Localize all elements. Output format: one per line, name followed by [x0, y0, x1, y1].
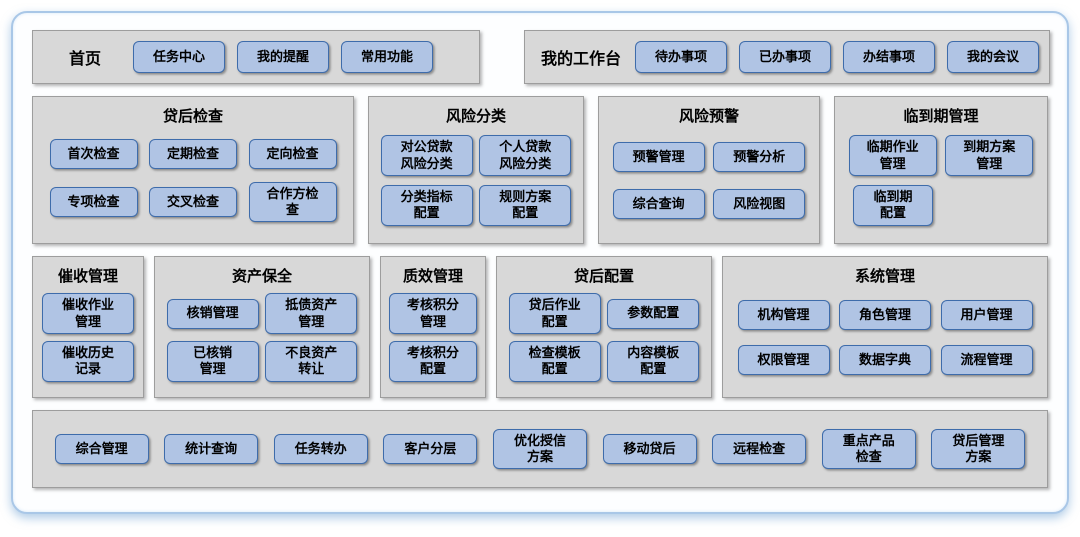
asset-preservation-title: 资产保全	[231, 268, 292, 285]
special-inspection-button[interactable]: 专项检查	[49, 186, 138, 217]
statistics-query-button[interactable]: 统计查询	[164, 434, 259, 464]
risk-classification-title: 风险分类	[445, 108, 506, 125]
post-loan-config-title: 贷后配置	[573, 268, 634, 285]
module-map-frame: 首页 任务中心 我的提醒 常用功能 我的工作台 待办事项 已办事项 办结事项 我…	[11, 11, 1069, 514]
near-maturity-config-button[interactable]: 临到期 配置	[853, 185, 933, 226]
panel-post-loan-config: 贷后配置 贷后作业 配置 参数配置 检查模板 配置 内容模板 配置	[496, 256, 712, 398]
key-product-inspection-button[interactable]: 重点产品 检查	[821, 428, 916, 470]
system-management-title: 系统管理	[854, 268, 915, 285]
cross-inspection-button[interactable]: 交叉检查	[149, 186, 237, 217]
writeoff-management-button[interactable]: 核销管理	[166, 298, 259, 329]
inspection-template-config-button[interactable]: 检查模板 配置	[508, 341, 601, 382]
warning-analysis-button[interactable]: 预警分析	[713, 142, 806, 173]
parameter-config-button[interactable]: 参数配置	[607, 298, 700, 329]
comprehensive-management-button[interactable]: 综合管理	[54, 434, 149, 464]
remote-inspection-button[interactable]: 远程检查	[712, 434, 807, 464]
lower-row: 催收管理 催收作业 管理 催收历史 记录 资产保全 核销管理 抵债资产 管理 已…	[32, 256, 1048, 398]
workbench-label: 我的工作台	[541, 51, 622, 68]
middle-row: 贷后检查 首次检查 定期检查 定向检查 专项检查 交叉检查 合作方检 查 风险分…	[32, 96, 1048, 244]
collection-history-button[interactable]: 催收历史 记录	[42, 341, 134, 382]
personal-loan-risk-button[interactable]: 个人贷款 风险分类	[479, 135, 572, 176]
role-management-button[interactable]: 角色管理	[839, 300, 931, 331]
periodic-inspection-button[interactable]: 定期检查	[149, 138, 237, 169]
common-functions-button[interactable]: 常用功能	[341, 41, 434, 73]
todo-items-button[interactable]: 待办事项	[635, 41, 728, 73]
risk-warning-title: 风险预警	[678, 108, 739, 125]
collection-title: 催收管理	[57, 268, 118, 285]
written-off-management-button[interactable]: 已核销 管理	[166, 341, 259, 382]
debt-asset-management-button[interactable]: 抵债资产 管理	[265, 293, 358, 334]
top-row: 首页 任务中心 我的提醒 常用功能 我的工作台 待办事项 已办事项 办结事项 我…	[32, 30, 1051, 84]
organization-management-button[interactable]: 机构管理	[737, 300, 830, 331]
task-center-button[interactable]: 任务中心	[133, 41, 226, 73]
collection-operation-button[interactable]: 催收作业 管理	[42, 293, 134, 334]
mobile-post-loan-button[interactable]: 移动贷后	[602, 434, 697, 464]
panel-risk-warning: 风险预警 预警管理 预警分析 综合查询 风险视图	[598, 96, 820, 244]
targeted-inspection-button[interactable]: 定向检查	[248, 138, 337, 169]
credit-scheme-optimization-button[interactable]: 优化授信 方案	[492, 428, 587, 470]
partner-inspection-button[interactable]: 合作方检 查	[248, 181, 337, 223]
panel-system-management: 系统管理 机构管理 角色管理 用户管理 权限管理 数据字典 流程管理	[722, 256, 1048, 398]
closed-items-button[interactable]: 办结事项	[843, 41, 936, 73]
panel-workbench: 我的工作台 待办事项 已办事项 办结事项 我的会议	[524, 30, 1051, 84]
home-label: 首页	[69, 51, 102, 68]
panel-post-loan-inspection: 贷后检查 首次检查 定期检查 定向检查 专项检查 交叉检查 合作方检 查	[32, 96, 354, 244]
rule-scheme-config-button[interactable]: 规则方案 配置	[479, 185, 572, 226]
near-maturity-title: 临到期管理	[903, 108, 979, 125]
panel-bottom-functions: 综合管理 统计查询 任务转办 客户分层 优化授信 方案 移动贷后 远程检查 重点…	[32, 410, 1048, 488]
assessment-points-config-button[interactable]: 考核积分 配置	[389, 341, 477, 382]
near-due-operation-button[interactable]: 临期作业 管理	[848, 135, 937, 176]
panel-asset-preservation: 资产保全 核销管理 抵债资产 管理 已核销 管理 不良资产 转让	[154, 256, 370, 398]
npl-transfer-button[interactable]: 不良资产 转让	[265, 341, 358, 382]
content-template-config-button[interactable]: 内容模板 配置	[607, 341, 700, 382]
data-dictionary-button[interactable]: 数据字典	[839, 344, 931, 375]
done-items-button[interactable]: 已办事项	[739, 41, 832, 73]
post-loan-inspection-title: 贷后检查	[162, 108, 223, 125]
comprehensive-query-button[interactable]: 综合查询	[612, 188, 705, 219]
first-inspection-button[interactable]: 首次检查	[49, 138, 138, 169]
corporate-loan-risk-button[interactable]: 对公贷款 风险分类	[380, 135, 473, 176]
warning-management-button[interactable]: 预警管理	[612, 142, 705, 173]
maturity-scheme-button[interactable]: 到期方案 管理	[945, 135, 1034, 176]
my-meetings-button[interactable]: 我的会议	[947, 41, 1040, 73]
panel-quality-management: 质效管理 考核积分 管理 考核积分 配置	[380, 256, 486, 398]
panel-home: 首页 任务中心 我的提醒 常用功能	[32, 30, 480, 84]
customer-segmentation-button[interactable]: 客户分层	[383, 434, 478, 464]
panel-collection-management: 催收管理 催收作业 管理 催收历史 记录	[32, 256, 144, 398]
my-reminders-button[interactable]: 我的提醒	[237, 41, 330, 73]
assessment-points-management-button[interactable]: 考核积分 管理	[389, 293, 477, 334]
classification-indicator-config-button[interactable]: 分类指标 配置	[380, 185, 473, 226]
user-management-button[interactable]: 用户管理	[940, 300, 1033, 331]
task-transfer-button[interactable]: 任务转办	[273, 434, 368, 464]
process-management-button[interactable]: 流程管理	[940, 344, 1033, 375]
risk-view-button[interactable]: 风险视图	[713, 188, 806, 219]
permission-management-button[interactable]: 权限管理	[737, 344, 830, 375]
panel-risk-classification: 风险分类 对公贷款 风险分类 个人贷款 风险分类 分类指标 配置 规则方案 配置	[368, 96, 584, 244]
quality-title: 质效管理	[402, 268, 463, 285]
post-loan-operation-config-button[interactable]: 贷后作业 配置	[508, 293, 601, 334]
panel-near-maturity-management: 临到期管理 临期作业 管理 到期方案 管理 临到期 配置	[834, 96, 1048, 244]
post-loan-scheme-button[interactable]: 贷后管理 方案	[931, 428, 1026, 470]
